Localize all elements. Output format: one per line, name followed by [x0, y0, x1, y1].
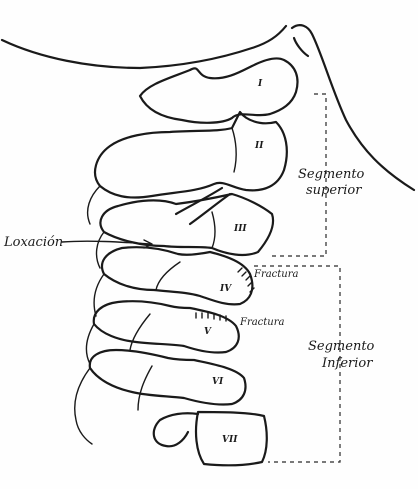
- vertebra-label-vii: VII: [222, 436, 237, 445]
- occipital-outline: [292, 25, 414, 190]
- fracture-label-lower: Fractura: [240, 318, 284, 328]
- vertebra-c4: [102, 247, 252, 304]
- vertebra-label-ii: II: [255, 142, 263, 151]
- vertebra-axis: [95, 112, 287, 198]
- fracture-label-upper: Fractura: [254, 270, 298, 280]
- skull-base-outline: [2, 26, 286, 68]
- c3-pedicle: [212, 212, 215, 248]
- c7-lamina: [154, 413, 198, 446]
- c6-process: [138, 366, 152, 410]
- upper-segment-subtitle: superior: [306, 184, 361, 197]
- vertebra-label-i: I: [258, 80, 262, 89]
- luxation-label: Loxación: [4, 236, 63, 249]
- vertebra-label-iv: IV: [220, 285, 231, 294]
- c4-process: [156, 262, 180, 290]
- luxation-arrow: [62, 241, 150, 244]
- vertebra-label-v: V: [204, 328, 211, 337]
- lower-segment-subtitle: Inferior: [322, 357, 372, 370]
- vertebra-c3: [100, 194, 273, 255]
- axis-lamina: [232, 128, 236, 172]
- c5-process: [130, 314, 150, 350]
- occipital-inner-curve: [294, 38, 308, 56]
- vertebra-c5: [94, 301, 239, 352]
- upper-segment-title: Segmento: [298, 168, 364, 181]
- luxation-gap: [176, 188, 230, 224]
- vertebra-atlas: [140, 58, 298, 122]
- lower-segment-title: Segmento: [308, 340, 374, 353]
- vertebra-label-vi: VI: [212, 378, 223, 387]
- vertebra-label-iii: III: [234, 225, 247, 234]
